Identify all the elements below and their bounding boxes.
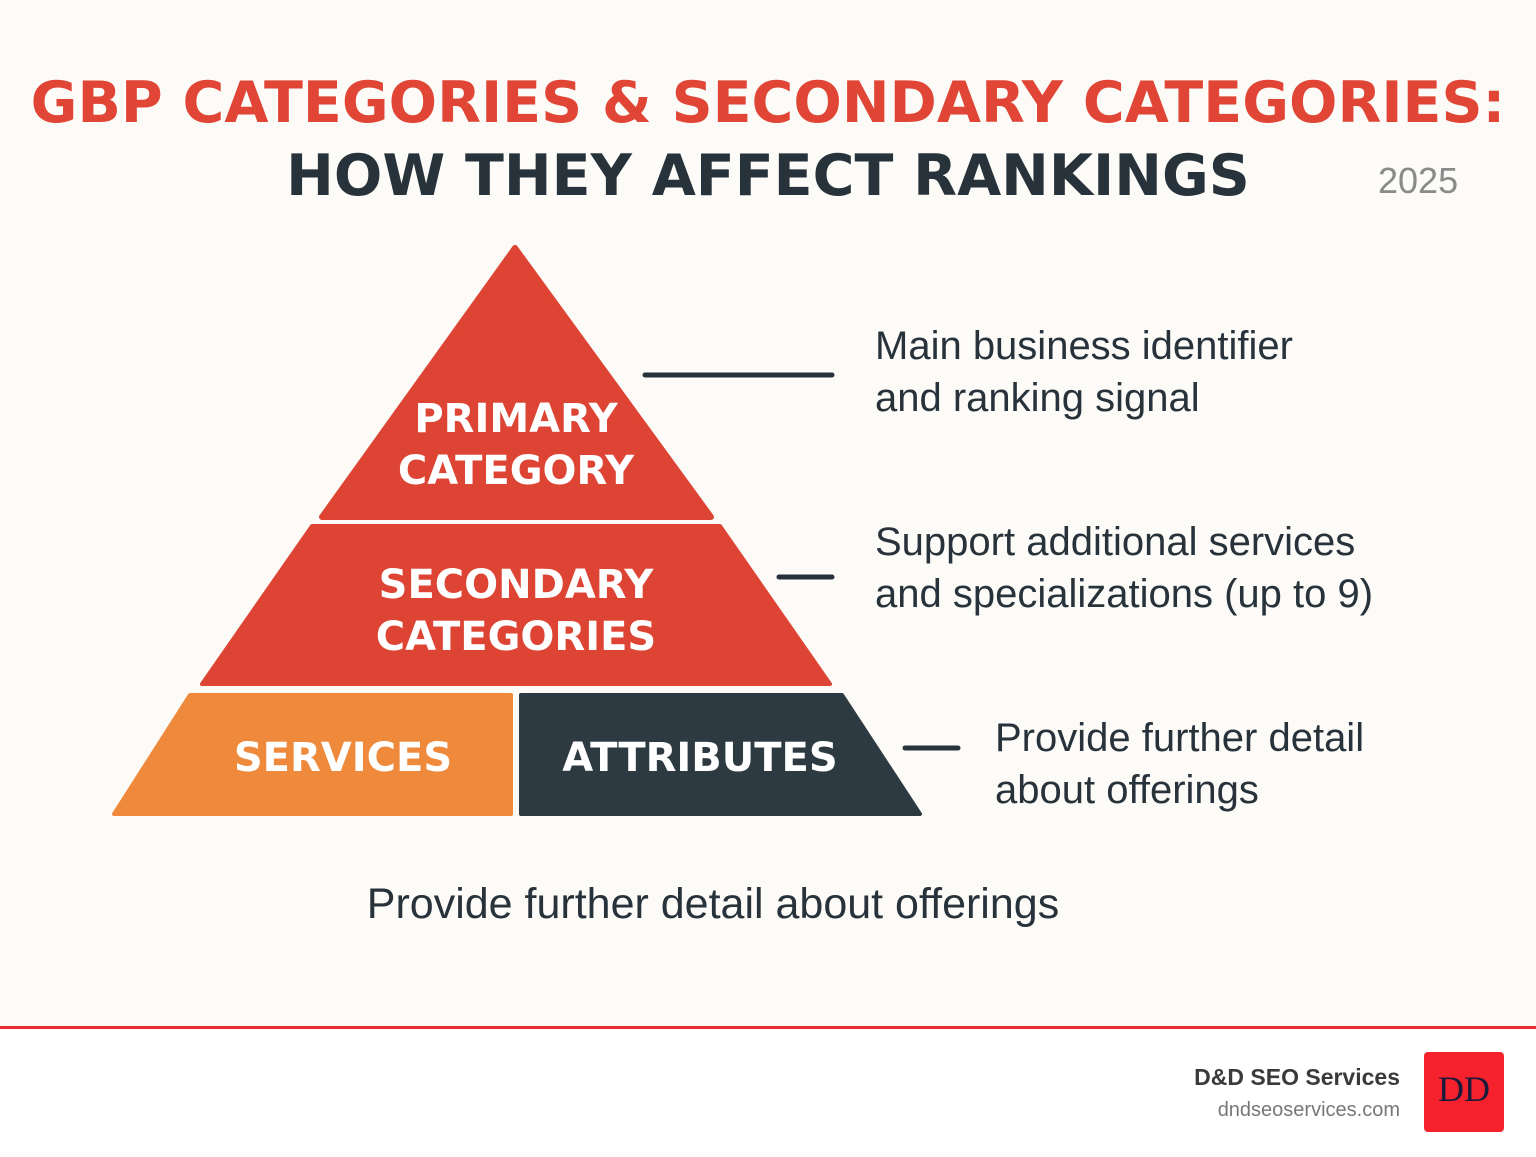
title-line-1: GBP CATEGORIES & SECONDARY CATEGORIES:	[30, 70, 1506, 136]
bottom-caption: Provide further detail about offerings	[366, 880, 1060, 928]
secondary-label-2: CATEGORIES	[376, 614, 656, 660]
base-description-line-2: about offerings	[995, 768, 1259, 812]
base-description-line-1: Provide further detail	[995, 716, 1365, 760]
secondary-label-1: SECONDARY	[379, 562, 655, 608]
attributes-label: ATTRIBUTES	[562, 735, 837, 781]
primary-label-2: CATEGORY	[398, 448, 635, 494]
primary-description-line-2: and ranking signal	[875, 376, 1200, 420]
secondary-description: Support additional services and speciali…	[875, 516, 1373, 620]
brand-name: D&D SEO Services	[1194, 1064, 1400, 1090]
base-description: Provide further detail about offerings	[995, 712, 1364, 816]
title-line-2: HOW THEY AFFECT RANKINGS	[286, 143, 1250, 209]
primary-description: Main business identifier and ranking sig…	[875, 320, 1293, 424]
primary-label-1: PRIMARY	[414, 396, 618, 442]
brand-url: dndseoservices.com	[1217, 1099, 1400, 1121]
secondary-description-line-1: Support additional services	[875, 520, 1356, 564]
footer	[0, 1026, 1536, 1157]
secondary-description-line-2: and specializations (up to 9)	[875, 572, 1374, 616]
brand-block: D&D SEO Services dndseoservices.com	[1194, 1064, 1400, 1122]
attributes-tier	[519, 693, 922, 816]
primary-category-tier	[319, 245, 714, 520]
year-label: 2025	[1378, 160, 1459, 201]
primary-description-line-1: Main business identifier	[875, 324, 1293, 368]
services-tier	[112, 693, 513, 816]
brand-logo: DD	[1424, 1052, 1504, 1132]
logo-monogram: DD	[1438, 1069, 1490, 1109]
services-label: SERVICES	[234, 735, 452, 781]
secondary-categories-tier	[200, 524, 832, 686]
